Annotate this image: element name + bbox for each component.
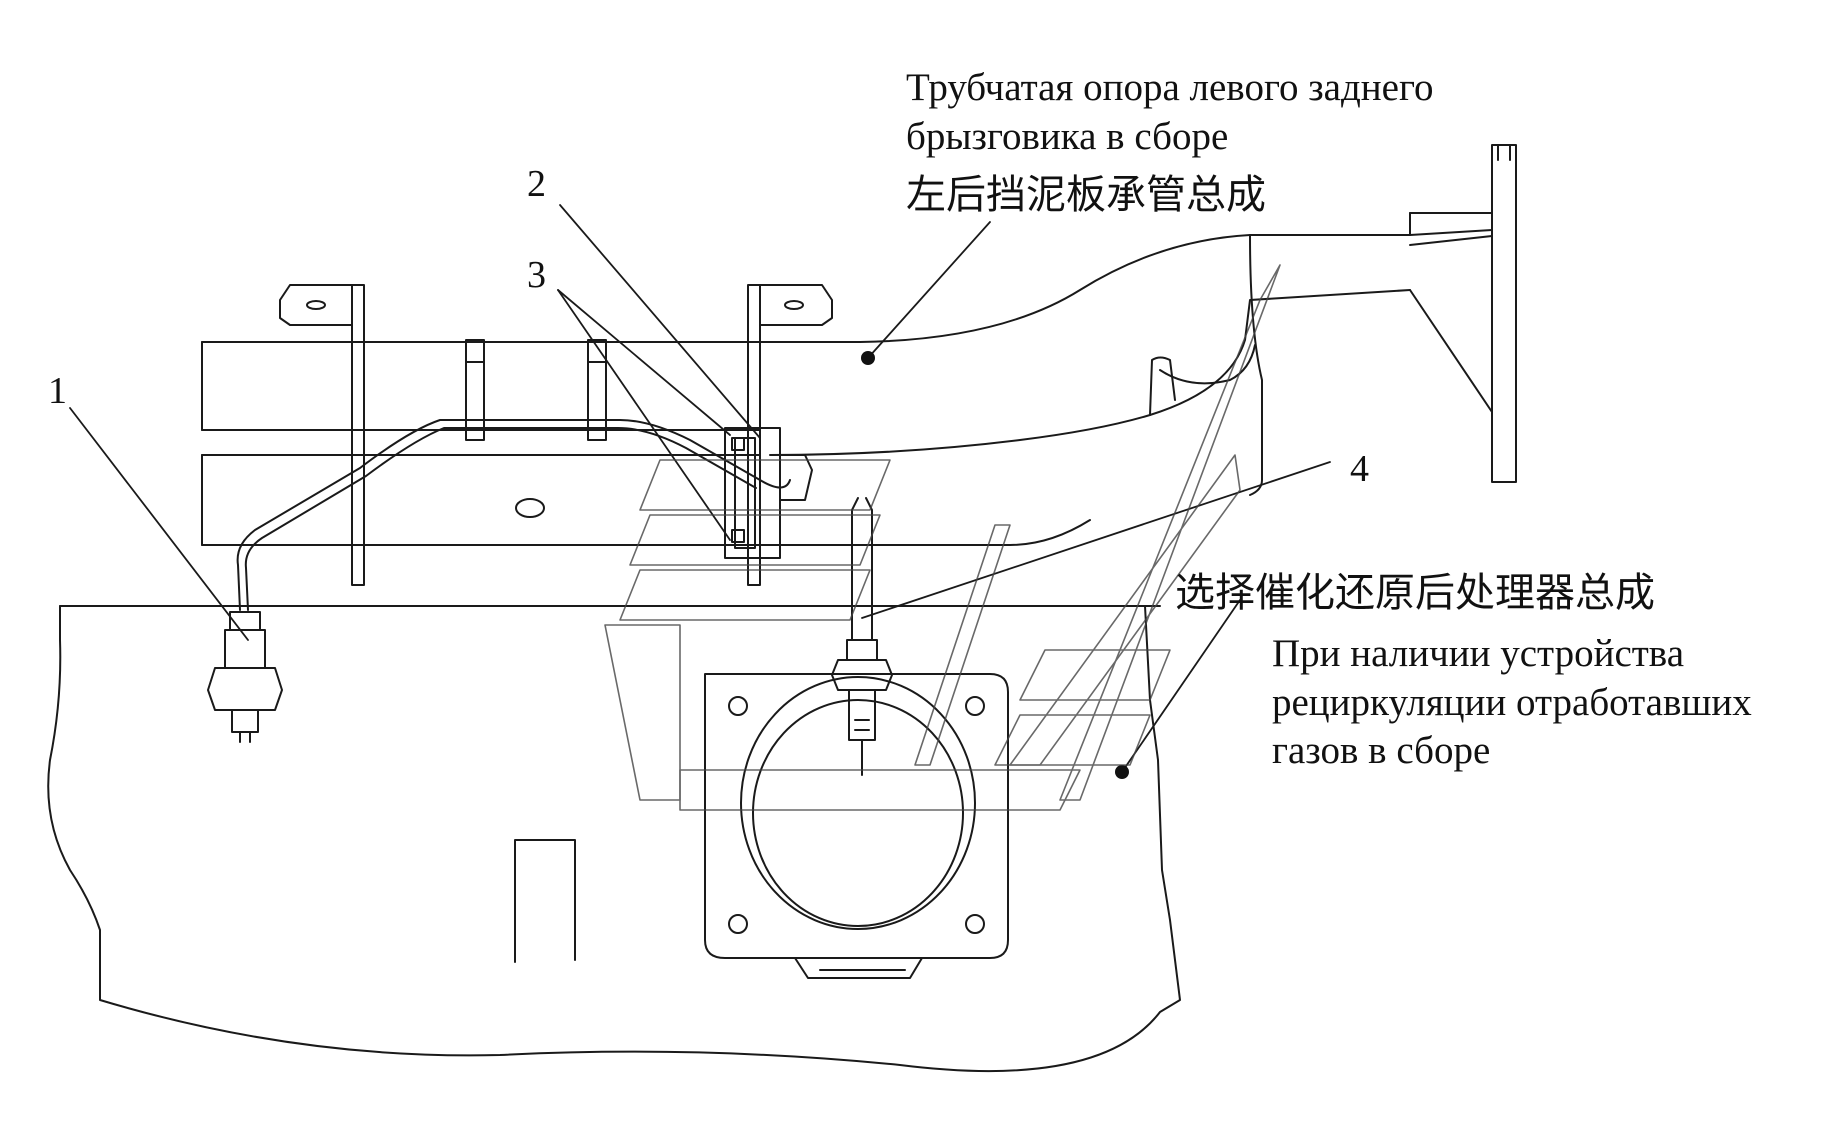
sensor-4 (831, 497, 893, 776)
scr-label-cn: 选择催化还原后处理器总成 (1175, 570, 1655, 616)
bracket-label-cn: 左后挡泥板承管总成 (906, 172, 1266, 218)
scr-housing (47, 605, 1181, 1073)
scr-label-ru-line2: рециркуляции отработавших (1272, 681, 1752, 724)
callout-2: 2 (527, 163, 546, 205)
callout-4: 4 (1350, 448, 1369, 490)
callout-3: 3 (527, 254, 546, 296)
watermark (604, 264, 1281, 811)
vertical-plates (279, 284, 833, 586)
end-flange (1409, 144, 1517, 483)
scr-label-ru-line1: При наличии устройства (1272, 632, 1685, 675)
bracket-label-ru-line1: Трубчатая опора левого заднего (906, 66, 1434, 109)
outlet-flange (704, 673, 1009, 979)
control-module (724, 427, 813, 559)
scr-label-ru-line3: газов в сборе (1272, 729, 1491, 772)
scr-marker-dot (1115, 765, 1129, 779)
callout-1: 1 (48, 370, 67, 412)
sensor-1 (207, 611, 283, 743)
bracket-marker-dot (861, 351, 875, 365)
leader-lines (69, 204, 1331, 773)
tubular-bracket (201, 234, 1411, 546)
bracket-label-ru-line2: брызговика в сборе (906, 115, 1229, 158)
sensor-cable (236, 339, 791, 611)
